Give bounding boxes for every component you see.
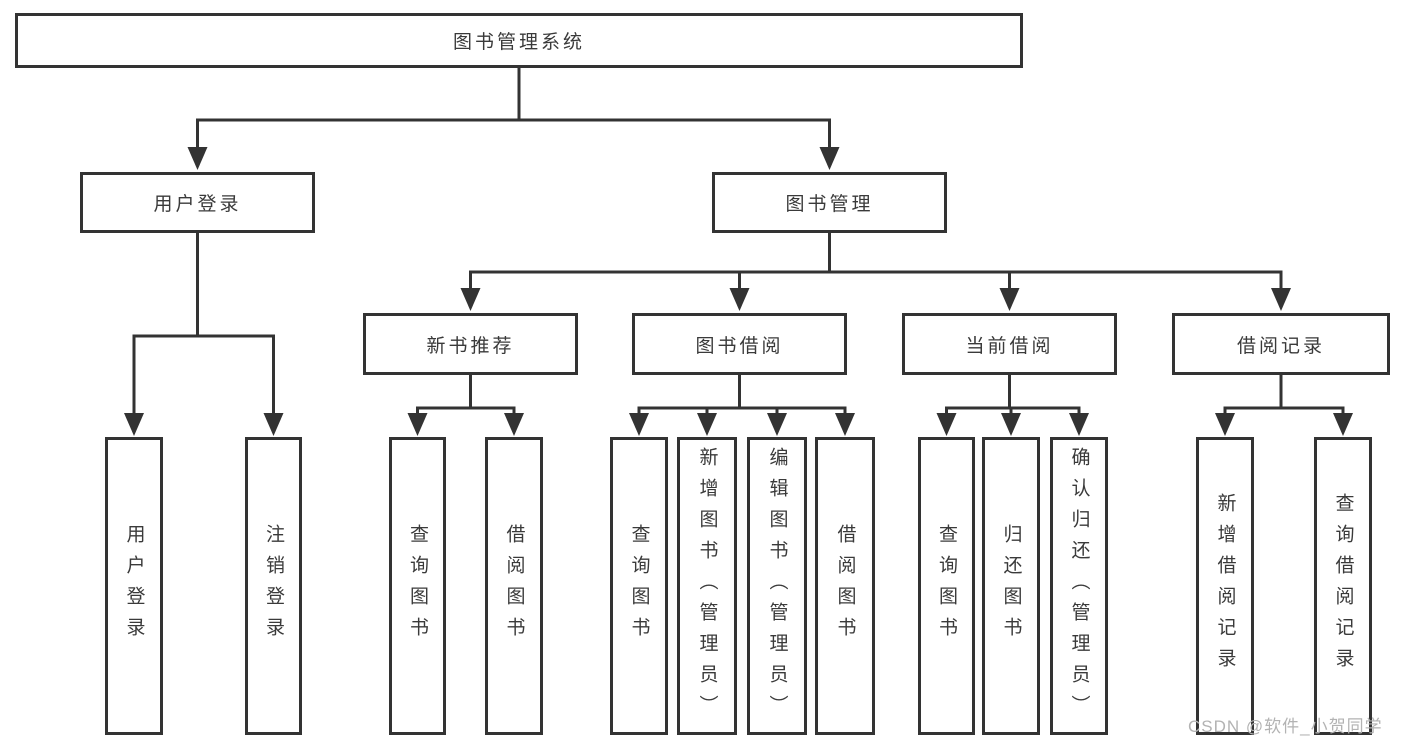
node-book-borrowing: 图书借阅 [632, 313, 847, 375]
leaf-user-login: 用户登录 [105, 437, 163, 735]
leaf-edit-books-admin: 编辑图书（管理员） [747, 437, 807, 735]
leaf-logout-login: 注销登录 [245, 437, 302, 735]
node-book-management-label: 图书管理 [785, 194, 874, 215]
arrow-down-icon [697, 413, 717, 436]
csdn-watermark: CSDN @软件_小贺同学 [1188, 717, 1383, 736]
arrow-down-icon [1333, 413, 1353, 436]
leaf-return-books-label: 归还图书 [1000, 524, 1022, 648]
arrow-down-icon [1001, 413, 1021, 436]
node-root-label: 图书管理系统 [452, 32, 585, 53]
arrow-down-icon [504, 413, 524, 436]
leaf-borrowing-query-books-label: 查询图书 [628, 524, 650, 648]
leaf-add-borrow-record: 新增借阅记录 [1196, 437, 1254, 735]
node-new-book-recommend-label: 新书推荐 [426, 335, 515, 357]
node-current-borrowing: 当前借阅 [902, 313, 1117, 375]
leaf-confirm-return-admin: 确认归还（管理员） [1050, 437, 1108, 735]
arrow-down-icon [187, 147, 208, 170]
arrow-down-icon [936, 413, 957, 436]
node-user-login: 用户登录 [80, 172, 315, 233]
arrow-down-icon [263, 413, 284, 436]
arrow-down-icon [767, 413, 787, 436]
leaf-query-borrow-record-label: 查询借阅记录 [1332, 493, 1354, 679]
node-book-borrowing-label: 图书借阅 [695, 335, 784, 357]
leaf-query-borrow-record: 查询借阅记录 [1314, 437, 1372, 735]
node-borrow-records: 借阅记录 [1172, 313, 1390, 375]
leaf-add-books-admin: 新增图书（管理员） [677, 437, 737, 735]
node-book-management: 图书管理 [712, 172, 947, 233]
leaf-borrowing-borrow-books-label: 借阅图书 [834, 524, 856, 648]
node-new-book-recommend: 新书推荐 [363, 313, 578, 375]
arrow-down-icon [124, 413, 144, 436]
leaf-current-query-books-label: 查询图书 [936, 524, 957, 648]
arrow-down-icon [407, 413, 428, 436]
leaf-recommend-query-books: 查询图书 [389, 437, 446, 735]
arrow-down-icon [1215, 413, 1235, 436]
leaf-logout-login-label: 注销登录 [263, 524, 284, 648]
arrow-down-icon [819, 147, 840, 170]
leaf-current-query-books: 查询图书 [918, 437, 975, 735]
leaf-edit-books-admin-label: 编辑图书（管理员） [766, 446, 788, 726]
leaf-user-login-label: 用户登录 [123, 524, 145, 648]
leaf-borrowing-query-books: 查询图书 [610, 437, 668, 735]
leaf-return-books: 归还图书 [982, 437, 1040, 735]
arrow-down-icon [999, 288, 1020, 311]
leaf-recommend-borrow-books-label: 借阅图书 [503, 524, 525, 648]
tree-edges [132, 68, 1345, 418]
leaf-confirm-return-admin-label: 确认归还（管理员） [1068, 446, 1090, 726]
leaf-recommend-borrow-books: 借阅图书 [485, 437, 543, 735]
arrow-down-icon [1271, 288, 1291, 311]
leaf-add-borrow-record-label: 新增借阅记录 [1214, 493, 1236, 679]
arrow-down-icon [460, 288, 481, 311]
leaf-add-books-admin-label: 新增图书（管理员） [696, 446, 718, 726]
node-borrow-records-label: 借阅记录 [1236, 335, 1325, 357]
arrowheads [124, 147, 1353, 436]
arrow-down-icon [729, 288, 750, 311]
leaf-recommend-query-books-label: 查询图书 [407, 524, 428, 648]
arrow-down-icon [1069, 413, 1089, 436]
node-current-borrowing-label: 当前借阅 [965, 335, 1054, 357]
leaf-borrowing-borrow-books: 借阅图书 [815, 437, 875, 735]
node-user-login-label: 用户登录 [153, 194, 242, 215]
arrow-down-icon [629, 413, 649, 436]
arrow-down-icon [835, 413, 855, 436]
node-root-library-management-system: 图书管理系统 [15, 13, 1023, 68]
